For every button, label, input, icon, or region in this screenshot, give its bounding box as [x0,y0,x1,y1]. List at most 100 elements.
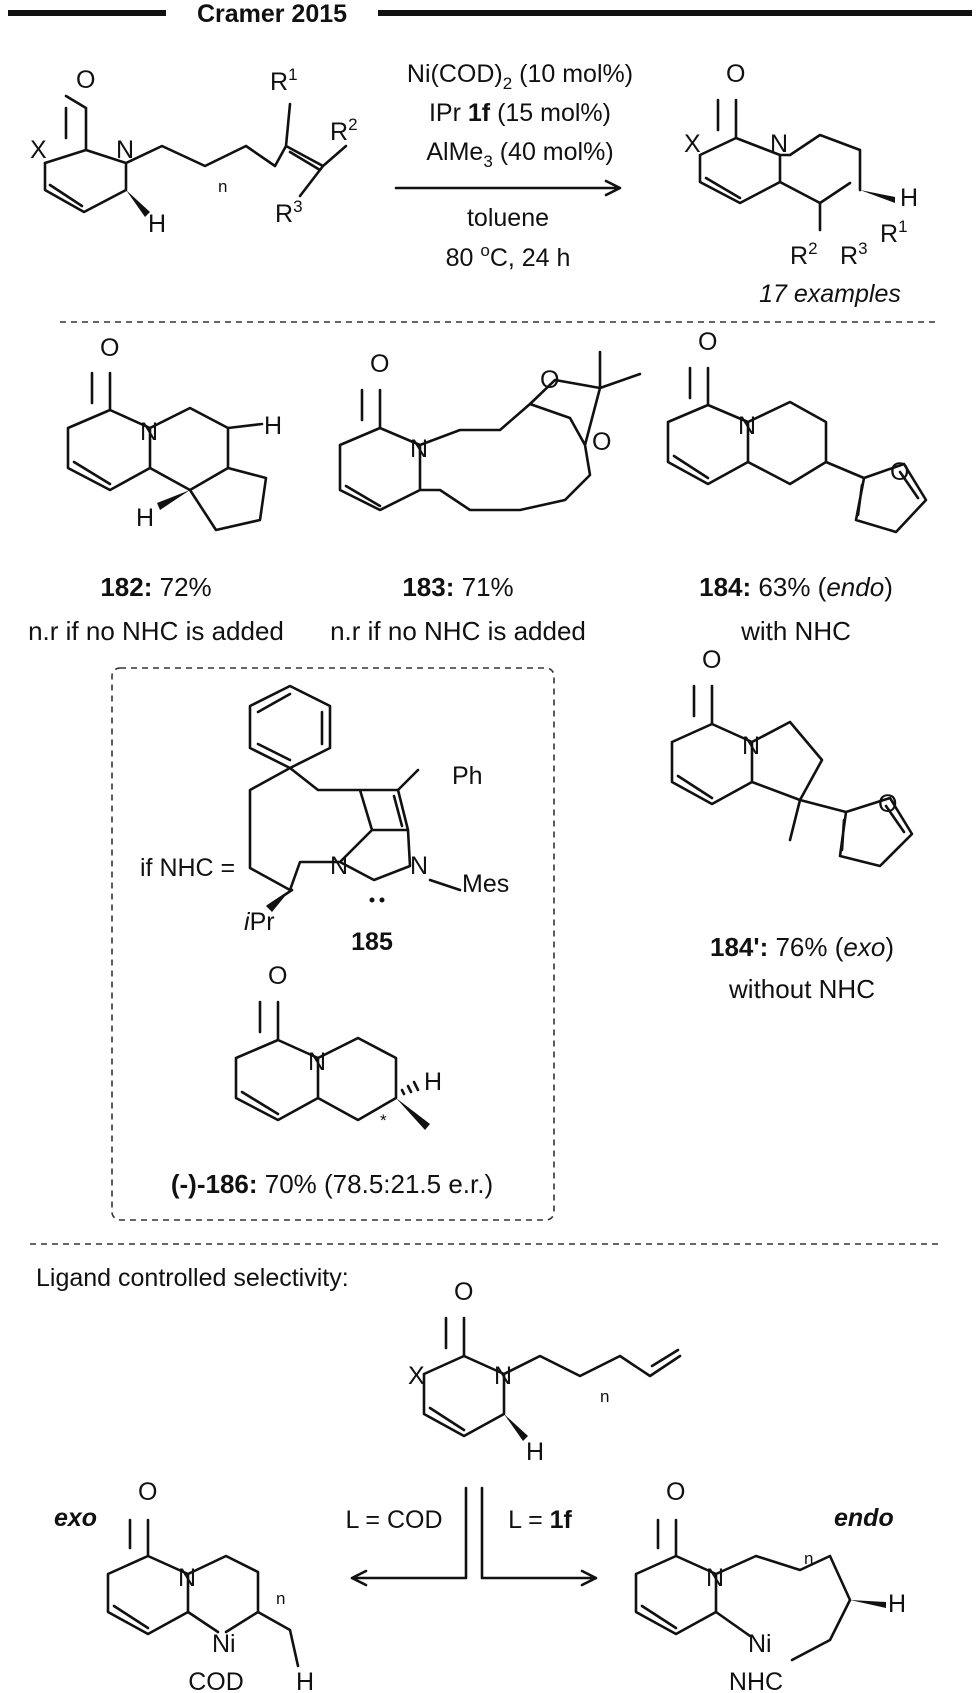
header-rule-left [8,10,166,16]
product-n: N [770,130,788,158]
conditions: Ni(COD)2 (10 mol%) IPr 1f (15 mol%) AlMe… [394,60,633,272]
c185-wedge [266,890,290,912]
c184-n: N [738,412,756,440]
c183-o3: O [592,428,611,456]
examples-count: 17 examples [759,280,901,308]
endo-n-sub: n [804,1549,813,1568]
label-1f: L = 1f [508,1506,572,1534]
c186-hash [400,1080,420,1096]
reactant-n-sub: n [218,177,227,196]
top-reactant: O X N H n R1 R2 R3 [30,65,358,238]
c184p-bonds [670,684,914,868]
endo-label: endo [834,1504,894,1532]
reactant-r2: R2 [330,115,358,146]
exo-label: exo [54,1504,97,1532]
substrate-h: H [526,1438,544,1466]
endo-wedge [850,1600,886,1608]
c184-furan-o: O [890,458,909,486]
c182-bonds [66,371,268,532]
c184p-furan-o: O [878,790,897,818]
reactant-n: N [116,136,134,164]
c183-o: O [370,350,389,378]
compound-183: O N O O 183: 71% n.r if no NHC is added [330,350,642,646]
c183-note: n.r if no NHC is added [330,616,586,646]
c182-caption: 182: 72% [100,572,211,602]
product-bonds [698,98,862,232]
c186-wedge [396,1098,430,1130]
c185-label: if NHC = [140,854,235,882]
substrate-bonds [422,1316,682,1438]
endo-nhc: NHC [729,1668,783,1693]
reactant-h: H [148,210,166,238]
c185-id: 185 [351,928,393,956]
cond-line5: 80 oC, 24 h [446,241,571,272]
product-r1: R1 [880,217,908,248]
top-product: O X N H R1 R2 R3 17 examples [684,60,918,308]
reactant-r1: R1 [270,65,298,96]
c184-bonds [666,366,928,534]
c184p-n: N [742,732,760,760]
ligand-section: Ligand controlled selectivity: O X N H n… [36,1264,906,1693]
exo-complex: exo O N Ni COD n H [54,1478,314,1693]
c185-carbene-dot-2 [379,897,385,903]
c182-h2: H [136,504,154,532]
compound-182: O N H H 182: 72% n.r if no NHC is added [28,334,284,646]
arrow-exo [350,1486,468,1587]
product-wedge [860,190,895,203]
label-cod: L = COD [345,1506,442,1534]
c186-bonds [234,1000,398,1122]
endo-h: H [888,1590,906,1618]
exo-o: O [138,1478,157,1506]
reactant-bond-x [43,148,88,165]
product-o: O [726,60,745,88]
c186-star: * [380,1111,387,1130]
c185-n1: N [330,852,348,880]
arrow-endo [480,1486,598,1587]
c185-mes: Mes [462,870,509,898]
c184-o: O [698,328,717,356]
c182-wedge [157,490,190,510]
nhc-box [111,667,555,1221]
c185-ph: Ph [452,762,483,790]
exo-ni-bond [186,1610,220,1634]
product-r3: R3 [840,239,868,270]
ligand-title: Ligand controlled selectivity: [36,1264,349,1292]
compound-185: if NHC = Ph N N Mes iPr 185 [140,684,509,956]
substrate-wedge [504,1414,528,1441]
c182-n: N [140,418,158,446]
endo-n: N [706,1564,724,1592]
cond-line1: Ni(COD)2 (10 mol%) [407,60,633,93]
c183-bonds [338,350,642,512]
c183-o2: O [540,366,559,394]
endo-ni: Ni [748,1630,772,1658]
c185-bonds [248,684,462,908]
exo-cod: COD [188,1668,244,1693]
exo-ni: Ni [212,1630,236,1658]
c183-n: N [410,435,428,463]
header-rule-right [378,10,972,16]
reactant-bonds [43,94,348,214]
compound-186: O N H * (-)-186: 70% (78.5:21.5 e.r.) [171,962,493,1199]
c185-n2: N [410,852,428,880]
cond-line4: toluene [467,204,549,232]
reactant-r3: R3 [275,197,303,228]
c182-note: n.r if no NHC is added [28,616,284,646]
compound-184: O N O 184: 63% (endo) with NHC [666,328,928,646]
reactant-wedge [126,190,150,217]
substrate-n: N [494,1362,512,1390]
c185-carbene-dot-1 [369,897,375,903]
c183-caption: 183: 71% [402,572,513,602]
endo-bonds [634,1518,852,1662]
cond-line3: AlMe3 (40 mol%) [426,138,613,171]
c186-h: H [424,1068,442,1096]
c182-h1: H [264,412,282,440]
exo-n: N [178,1564,196,1592]
c182-o: O [100,334,119,362]
c184p-caption: 184': 76% (exo) [710,932,894,962]
c184-caption: 184: 63% (endo) [699,572,893,602]
exo-h: H [296,1668,314,1693]
exo-n-sub: n [276,1589,285,1608]
endo-o: O [666,1478,685,1506]
reactant-o: O [76,66,95,94]
